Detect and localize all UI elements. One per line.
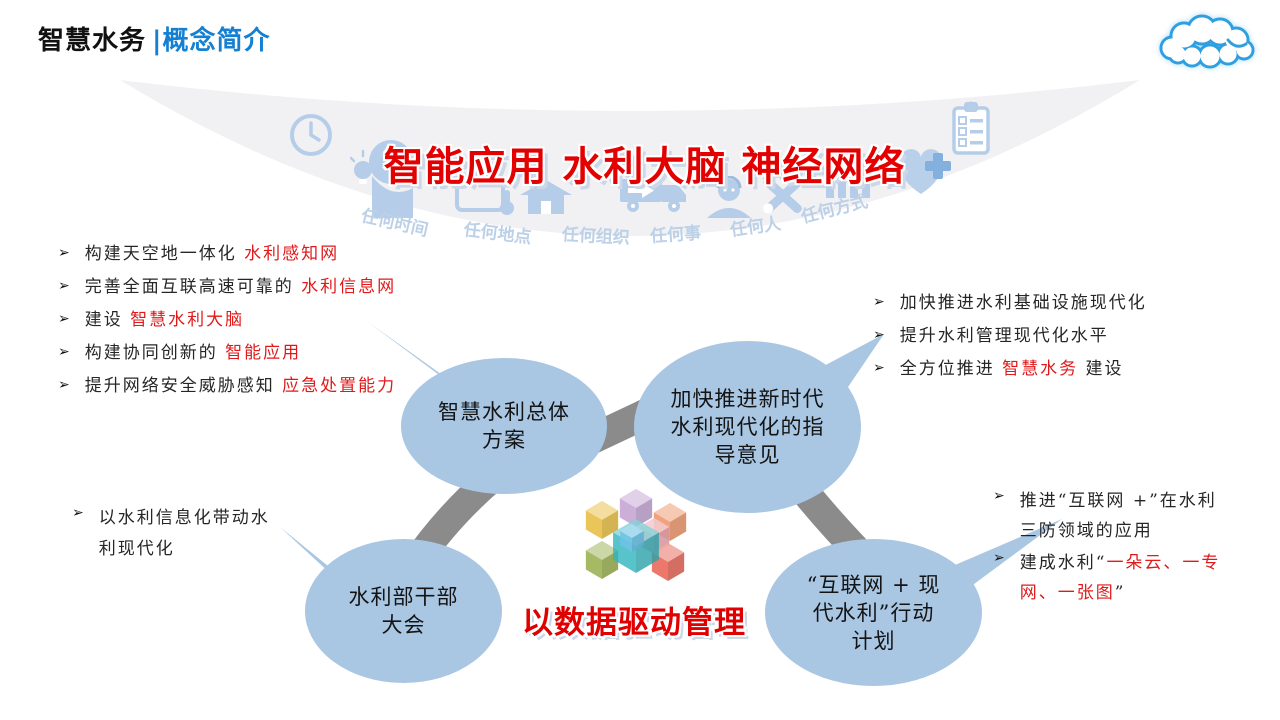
bullet-arrow-icon: ➢ <box>58 278 70 294</box>
ellipse-label: 代水利”行动 <box>812 600 935 625</box>
cloud-icon <box>1159 14 1255 69</box>
ellipse-smart-water-plan: 智慧水利总体 方案 <box>401 358 607 494</box>
house-icon <box>520 180 572 214</box>
page-title-sub: |概念简介 <box>152 26 271 56</box>
ellipse-label: 导意见 <box>714 443 781 467</box>
banner-title: 智能应用 水利大脑 神经网络 <box>383 144 906 190</box>
delivery-truck-icon <box>620 179 686 212</box>
callout-triangle-bottom-right <box>948 519 1062 590</box>
ellipse-label: 水利现代化的指 <box>670 415 825 439</box>
bullet-arrow-icon: ➢ <box>873 294 885 310</box>
bullet-item: ➢ 提升网络安全威胁感知 应急处置能力 <box>58 376 397 396</box>
bullet-item: ➢ 建设 智慧水利大脑 <box>58 310 245 330</box>
ellipse-guidance-opinion: 加快推进新时代 水利现代化的指 导意见 <box>634 341 861 513</box>
list-top-left: ➢ 构建天空地一体化 水利感知网 ➢ 完善全面互联高速可靠的 水利信息网 ➢ 建… <box>58 243 418 408</box>
bullet-arrow-icon: ➢ <box>873 327 885 343</box>
bullet-arrow-icon: ➢ <box>58 344 70 360</box>
bullet-arrow-icon: ➢ <box>72 505 84 521</box>
page-title-main: 智慧水务 <box>38 26 147 56</box>
tablet-touch-icon <box>455 174 514 215</box>
center-caption: 以数据驱动管理 <box>522 605 746 641</box>
bar-chart-icon <box>826 172 870 198</box>
ellipse-label: 水利部干部 <box>348 585 459 609</box>
bullet-arrow-icon: ➢ <box>993 550 1005 566</box>
ellipse-label: 方案 <box>482 428 526 452</box>
support-person-icon <box>707 176 751 218</box>
ellipse-internet-plus-plan: “互联网 + 现 代水利”行动 计划 <box>765 539 982 686</box>
ellipse-label: 计划 <box>851 628 896 653</box>
bullet-arrow-icon: ➢ <box>58 377 70 393</box>
bullet-item: ➢ 以水利信息化带动水利现代化 <box>72 505 270 559</box>
cube-blocks-icon <box>585 489 687 581</box>
head-lightbulb-icon <box>350 140 413 218</box>
bullet-item: ➢ 全方位推进 智慧水务 建设 <box>873 359 1124 379</box>
bullet-item: ➢ 提升水利管理现代化水平 <box>873 326 1109 346</box>
ellipse-label: “互联网 + 现 <box>806 572 941 597</box>
bullet-item: ➢ 加快推进水利基础设施现代化 <box>873 293 1147 313</box>
bullet-item: ➢ 构建协同创新的 智能应用 <box>58 343 302 363</box>
clock-icon <box>290 114 332 156</box>
list-bottom-right: ➢ 推进“互联网 +”在水利三防领域的应用 ➢ 建成水利“一朵云、一专网、一张图… <box>993 486 1228 610</box>
ellipse-label: 大会 <box>381 613 426 637</box>
bullet-item: ➢ 完善全面互联高速可靠的 水利信息网 <box>58 277 397 297</box>
bullet-arrow-icon: ➢ <box>993 488 1005 504</box>
bullet-arrow-icon: ➢ <box>873 360 885 376</box>
ellipse-ministry-meeting: 水利部干部 大会 <box>305 539 502 683</box>
bullet-arrow-icon: ➢ <box>58 245 70 261</box>
ellipse-label: 加快推进新时代 <box>670 387 825 411</box>
bullet-item: ➢ 推进“互联网 +”在水利三防领域的应用 <box>993 488 1217 541</box>
clipboard-checklist-icon <box>952 101 990 155</box>
heart-plus-icon <box>898 149 951 194</box>
bullet-item: ➢ 构建天空地一体化 水利感知网 <box>58 244 340 264</box>
page-title: 智慧水务|概念简介 <box>38 20 271 57</box>
ellipse-label: 智慧水利总体 <box>438 400 570 424</box>
list-top-right: ➢ 加快推进水利基础设施现代化 ➢ 提升水利管理现代化水平 ➢ 全方位推进 智慧… <box>873 292 1203 391</box>
bullet-arrow-icon: ➢ <box>58 311 70 327</box>
list-bottom-left: ➢ 以水利信息化带动水利现代化 <box>72 503 284 565</box>
bullet-item: ➢ 建成水利“一朵云、一专网、一张图” <box>993 550 1221 603</box>
repair-tools-icon <box>763 177 803 214</box>
